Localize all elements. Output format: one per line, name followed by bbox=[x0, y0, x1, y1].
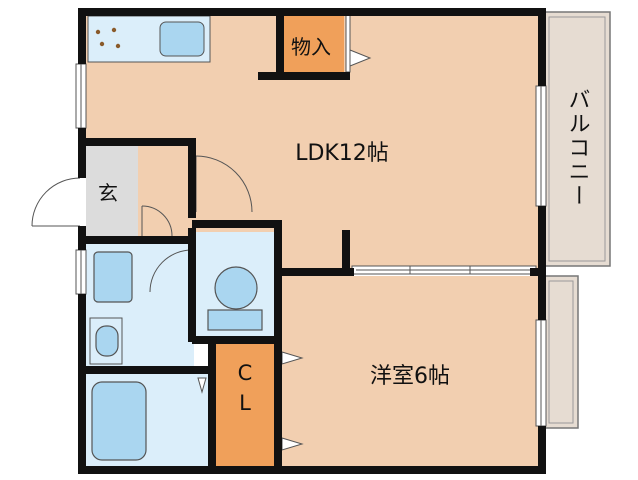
closet-floor bbox=[216, 344, 274, 466]
storage-floor bbox=[282, 16, 344, 72]
balcony-area bbox=[543, 11, 611, 267]
storage-label: 物入 bbox=[291, 35, 331, 59]
closet-label: CL bbox=[233, 361, 257, 421]
washbasin-icon bbox=[89, 317, 123, 365]
ldk-label: LDK12帖 bbox=[295, 141, 389, 166]
hallway-floor bbox=[138, 146, 188, 242]
western-room-label: 洋室6帖 bbox=[370, 364, 450, 389]
western-room-sliding-door bbox=[351, 265, 537, 275]
entrance-floor bbox=[86, 146, 138, 242]
washroom-door-swing bbox=[149, 249, 193, 293]
balcony-lower-area bbox=[543, 275, 579, 429]
stove-icon bbox=[95, 27, 121, 49]
bathroom-door bbox=[197, 377, 207, 394]
balcony bbox=[543, 11, 611, 429]
toilet-icon bbox=[207, 266, 263, 331]
balcony-lower-railing bbox=[548, 280, 574, 424]
bathtub-icon bbox=[91, 381, 147, 461]
balcony-railing bbox=[548, 16, 606, 262]
kitchen-sink-icon bbox=[159, 21, 205, 57]
washing-machine-pan-icon bbox=[93, 251, 133, 303]
walls bbox=[78, 8, 546, 474]
balcony-label: バルコニー bbox=[565, 88, 590, 208]
entrance-label: 玄 bbox=[98, 181, 118, 205]
kitchen-counter bbox=[87, 15, 211, 63]
western-room-floor bbox=[282, 276, 538, 466]
